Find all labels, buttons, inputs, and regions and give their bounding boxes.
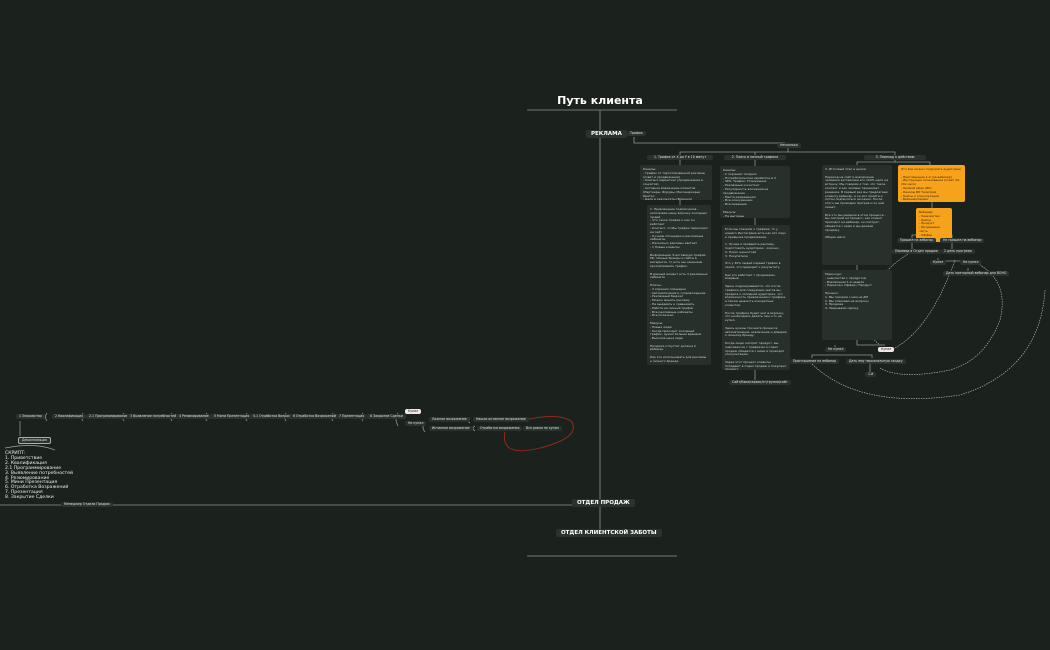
column-header-1[interactable]: 1. Трафик от Х до Y в 10 минут <box>647 155 713 160</box>
stage-node[interactable]: 5 Мини Презентация <box>211 414 253 419</box>
webinar-note[interactable]: Вебинар: - Знакомство - Кейсы - Продукт … <box>916 208 952 242</box>
branch-node[interactable]: Все равно не купил <box>523 426 562 431</box>
stage-node[interactable]: 8 Закрытие Сделки <box>367 414 406 419</box>
decomposition-node[interactable]: Декомпозиция <box>18 437 51 444</box>
flow-node[interactable]: Пришел на вебинар <box>897 238 937 243</box>
branch-node[interactable]: Истинное возражение <box>429 426 473 431</box>
note-card[interactable]: 3. Итоговый этап в целом Переход на сайт… <box>822 165 892 265</box>
note-card[interactable]: Каналы: - Трафик от таргетированной рекл… <box>640 165 712 200</box>
branch-node[interactable]: Отработка возражения <box>477 426 523 431</box>
traffic-node[interactable]: Трафик <box>627 131 646 136</box>
note-card[interactable]: Каналы: - С хорошим тизером - Потребител… <box>720 166 790 218</box>
flow-node[interactable]: Не купил <box>960 260 982 265</box>
column-header-2[interactable]: 2. Поиск и личный трафика <box>724 155 786 160</box>
stage-node[interactable]: 2.1 Программирование <box>86 414 131 419</box>
note-card[interactable]: Если мы говорим о трафике, то у нашего И… <box>722 225 790 370</box>
branch-node[interactable]: Нашли истинное возражение <box>473 417 529 422</box>
stage-node[interactable]: 3 Выявление потребностей <box>127 414 180 419</box>
stage-node[interactable]: 1 Знакомство <box>16 414 45 419</box>
flow-node[interactable]: Купил <box>878 347 895 352</box>
stage-node[interactable]: 2 Квалификация <box>52 414 87 419</box>
flow-node[interactable]: Не пришел на вебинар <box>940 238 985 243</box>
section-ads[interactable]: РЕКЛАМА <box>586 130 627 138</box>
stage-node[interactable]: 7 Презентация <box>336 414 368 419</box>
flow-node[interactable]: Не купил <box>825 347 847 352</box>
stage-node[interactable]: 4 Резюмирование <box>176 414 212 419</box>
stage-node[interactable]: 6 Отработка Возражений <box>290 414 339 419</box>
stage-node[interactable]: 5.1 Отработка Вопросов <box>250 414 297 419</box>
several-node[interactable]: Несколько <box>777 143 801 148</box>
flow-node[interactable]: Дать ему персональную скидку <box>846 359 906 364</box>
flow-node[interactable]: Дать повторный вебинар для ВОНО <box>943 271 1010 276</box>
warmup-note[interactable]: Это Как можно подогреть аудиторию - Приг… <box>898 165 965 202</box>
bought-node[interactable]: Купил <box>405 409 422 414</box>
caption-node[interactable]: Сайт/Квиз/сервис/тг/группа/сайт <box>729 380 791 385</box>
page-title: Путь клиента <box>557 94 643 107</box>
column-header-3[interactable]: 3. Переход к действию <box>864 155 926 160</box>
note-card[interactable]: Мини-курс - знакомство с продуктом - Вов… <box>822 270 892 340</box>
flow-node[interactable]: Перевод в Отдел продаж <box>892 249 941 254</box>
manager-label[interactable]: Менеджер Отдела Продаж <box>61 502 113 507</box>
branch-node[interactable]: Ложное возражение <box>429 417 470 422</box>
not-bought-node[interactable]: Не купил <box>405 421 427 426</box>
flow-node[interactable]: 1-й <box>865 372 877 377</box>
section-customer-care[interactable]: ОТДЕЛ КЛИЕНТСКОЙ ЗАБОТЫ <box>556 529 662 537</box>
highlight-loop <box>504 416 574 452</box>
note-card[interactable]: 1. Привлечение подписчиков - наполняем н… <box>647 205 711 365</box>
script-list: СКРИПТ: 1. Приветствие 2. Квалификация 2… <box>5 451 74 501</box>
section-sales[interactable]: ОТДЕЛ ПРОДАЖ <box>572 499 635 507</box>
flow-node[interactable]: 2 день прогрева <box>941 249 975 254</box>
flow-node[interactable]: Приглашение на вебинар <box>790 359 840 364</box>
flow-node[interactable]: Купил <box>930 260 947 265</box>
